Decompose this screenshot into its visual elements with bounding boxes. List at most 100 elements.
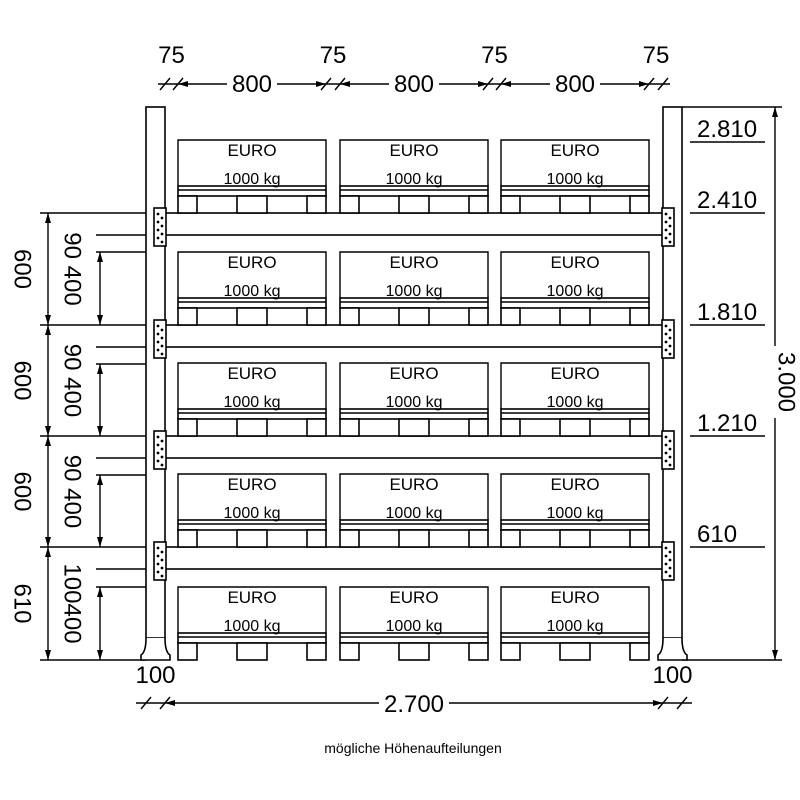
pallet-load-label: 1000 kg	[386, 171, 443, 188]
load-box-outline	[500, 473, 650, 520]
pallet-block	[629, 195, 650, 214]
pallet-block	[306, 307, 327, 326]
pallet-block	[177, 642, 198, 661]
arrowhead	[340, 81, 350, 87]
pallet-block	[468, 418, 489, 437]
level-height-label: 1.810	[697, 299, 757, 326]
total-height-label: 3.000	[773, 352, 800, 412]
section-height-label: 600	[9, 360, 36, 400]
bolt	[664, 348, 668, 352]
pallet-load-label: 1000 kg	[547, 505, 604, 522]
pallet-type-label: EURO	[550, 588, 599, 607]
arrowhead	[97, 475, 103, 485]
pallet-load-label: 1000 kg	[547, 171, 604, 188]
bolt	[664, 546, 668, 550]
pallet-load-label: 1000 kg	[386, 283, 443, 300]
bolt	[664, 236, 668, 240]
bolt	[664, 451, 668, 455]
pallet-block	[398, 418, 430, 437]
bolt	[160, 344, 164, 348]
pallet-block	[629, 642, 650, 661]
bolt	[668, 328, 672, 332]
bolt	[160, 224, 164, 228]
pallet-block	[339, 642, 360, 661]
arrowhead	[501, 81, 511, 87]
beam-connector-right	[661, 541, 675, 581]
level-height-label: 610	[697, 521, 737, 548]
bolt	[160, 336, 164, 340]
bolt	[668, 439, 672, 443]
connector-plate	[661, 541, 675, 581]
pallet-block	[468, 307, 489, 326]
load-box-outline	[500, 362, 650, 409]
load-box-outline	[500, 251, 650, 298]
level-height-label: 1.210	[697, 410, 757, 437]
section-height-label: 600	[9, 249, 36, 289]
bolt	[160, 232, 164, 236]
bolt	[160, 240, 164, 244]
bolt	[664, 562, 668, 566]
bolt	[664, 554, 668, 558]
pallet-block	[236, 418, 268, 437]
pallet-block	[500, 195, 521, 214]
bolt	[668, 558, 672, 562]
beams	[153, 207, 675, 581]
bolt	[160, 574, 164, 578]
beam	[164, 435, 664, 459]
pallet-block	[339, 418, 360, 437]
beam-connector-right	[661, 207, 675, 247]
load-box-outline	[339, 139, 489, 186]
pallet-type-label: EURO	[389, 475, 438, 494]
pallet-block	[177, 418, 198, 437]
bolt	[156, 228, 160, 232]
pallet-load-label: 1000 kg	[386, 618, 443, 635]
pallet-block	[306, 418, 327, 437]
bolt	[160, 550, 164, 554]
load-box-outline	[500, 139, 650, 186]
arrowhead	[45, 537, 51, 547]
load-box-outline	[339, 473, 489, 520]
pallet-block	[177, 307, 198, 326]
bolt	[156, 324, 160, 328]
pallet-block	[398, 642, 430, 661]
load-box-outline	[339, 251, 489, 298]
gap-width-label: 75	[481, 42, 508, 69]
pallet-block	[398, 529, 430, 548]
dimension-tick	[140, 696, 152, 710]
pallet-block	[559, 418, 591, 437]
arrowhead	[97, 587, 103, 597]
label-backdrop	[550, 72, 600, 96]
pallet-block	[559, 307, 591, 326]
beam-connector-left	[153, 319, 167, 359]
pallet-type-label: EURO	[227, 475, 276, 494]
section-height-label: 610	[9, 583, 36, 623]
bolt	[664, 340, 668, 344]
pallet-block	[468, 195, 489, 214]
pallet-block	[559, 642, 591, 661]
pallet-block	[500, 307, 521, 326]
arrowhead	[45, 325, 51, 335]
arrowhead	[772, 107, 778, 117]
load-box-outline	[339, 586, 489, 633]
pallet-block	[339, 195, 360, 214]
label-backdrop	[227, 72, 277, 96]
pallet-load-label: 1000 kg	[547, 618, 604, 635]
arrowhead	[45, 426, 51, 436]
pallet-block	[236, 195, 268, 214]
bolt	[160, 439, 164, 443]
bolt	[664, 459, 668, 463]
bolt	[160, 463, 164, 467]
beam-level-3	[153, 430, 675, 470]
bolt	[156, 554, 160, 558]
section-detail-label: 90 400	[59, 232, 86, 305]
level-height-mark: 610	[690, 521, 765, 548]
